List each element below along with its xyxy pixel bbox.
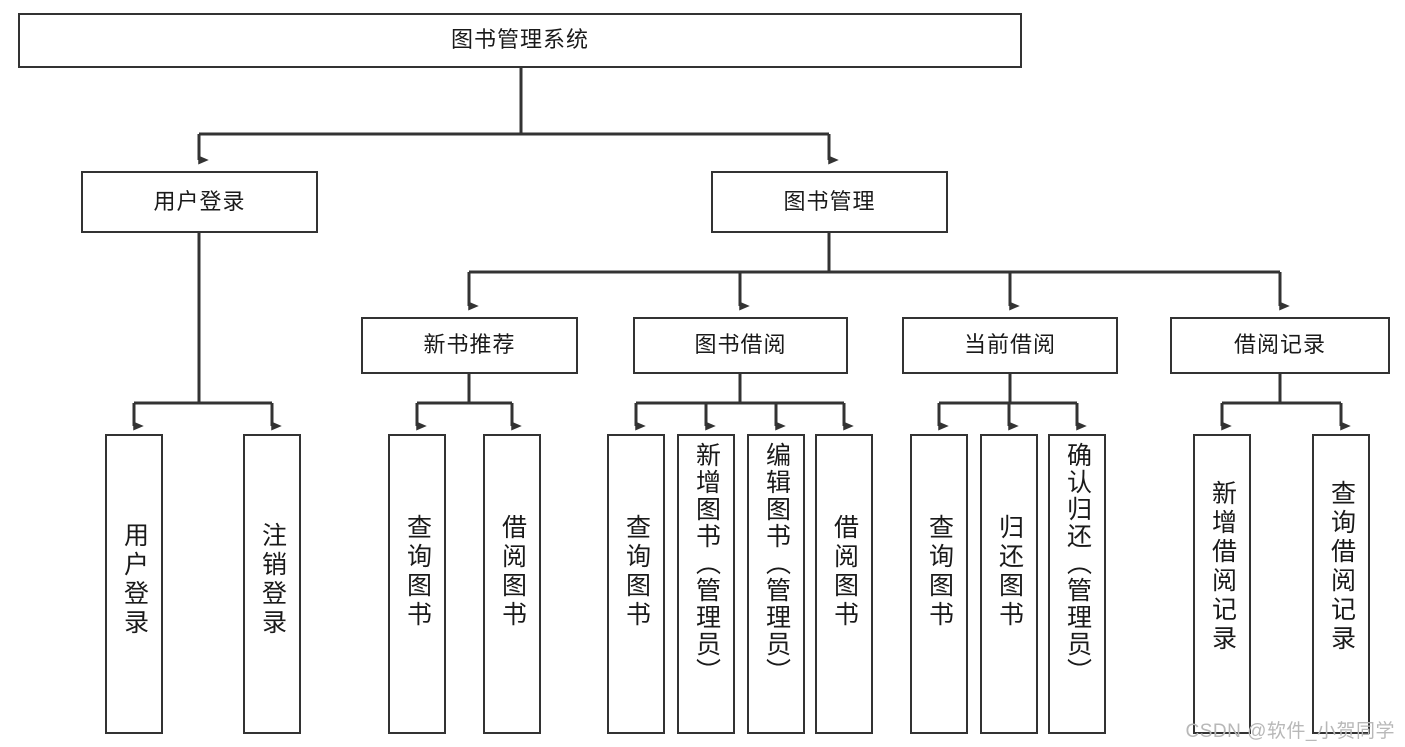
- node-leaf-user-login[interactable]: 用户登录: [105, 434, 163, 734]
- node-leaf-edit-book-admin-label: 编辑图书（管理员）: [762, 442, 791, 685]
- node-leaf-query-borrow-record-label: 查询借阅记录: [1327, 480, 1356, 654]
- node-leaf-user-login-label: 用户登录: [120, 522, 149, 638]
- node-leaf-add-borrow-record[interactable]: 新增借阅记录: [1193, 434, 1251, 734]
- node-current-borrow-label: 当前借阅: [963, 332, 1056, 358]
- node-leaf-borrow-book-rec[interactable]: 借阅图书: [483, 434, 541, 734]
- node-borrow-record[interactable]: 借阅记录: [1170, 317, 1390, 374]
- node-leaf-add-borrow-record-label: 新增借阅记录: [1208, 480, 1237, 654]
- node-leaf-borrow-book-rec-label: 借阅图书: [498, 514, 527, 630]
- node-leaf-add-book-admin-label: 新增图书（管理员）: [692, 442, 721, 685]
- node-new-book-rec-label: 新书推荐: [423, 332, 516, 358]
- node-leaf-query-book-borrow-label: 查询图书: [622, 514, 651, 630]
- node-book-borrow[interactable]: 图书借阅: [633, 317, 848, 374]
- node-leaf-query-borrow-record[interactable]: 查询借阅记录: [1312, 434, 1370, 734]
- node-leaf-query-book-cur[interactable]: 查询图书: [910, 434, 968, 734]
- node-leaf-query-book-cur-label: 查询图书: [925, 514, 954, 630]
- node-leaf-edit-book-admin[interactable]: 编辑图书（管理员）: [747, 434, 805, 734]
- node-book-borrow-label: 图书借阅: [694, 332, 787, 358]
- node-leaf-user-logout[interactable]: 注销登录: [243, 434, 301, 734]
- node-leaf-user-logout-label: 注销登录: [258, 522, 287, 638]
- node-leaf-add-book-admin[interactable]: 新增图书（管理员）: [677, 434, 735, 734]
- connector-lines: [132, 68, 1351, 431]
- node-book-manage[interactable]: 图书管理: [711, 171, 948, 233]
- node-new-book-rec[interactable]: 新书推荐: [361, 317, 578, 374]
- node-user-login-label: 用户登录: [153, 188, 246, 214]
- node-user-login[interactable]: 用户登录: [81, 171, 318, 233]
- node-leaf-query-book-rec[interactable]: 查询图书: [388, 434, 446, 734]
- node-leaf-borrow-book-label: 借阅图书: [830, 514, 859, 630]
- node-leaf-query-book-rec-label: 查询图书: [403, 514, 432, 630]
- node-leaf-return-book-label: 归还图书: [995, 514, 1024, 630]
- node-leaf-confirm-return-admin-label: 确认归还（管理员）: [1063, 442, 1092, 685]
- node-current-borrow[interactable]: 当前借阅: [902, 317, 1118, 374]
- node-root[interactable]: 图书管理系统: [18, 13, 1022, 68]
- node-leaf-return-book[interactable]: 归还图书: [980, 434, 1038, 734]
- node-leaf-borrow-book[interactable]: 借阅图书: [815, 434, 873, 734]
- node-borrow-record-label: 借阅记录: [1233, 332, 1326, 358]
- node-book-manage-label: 图书管理: [783, 188, 876, 214]
- node-leaf-query-book-borrow[interactable]: 查询图书: [607, 434, 665, 734]
- node-leaf-confirm-return-admin[interactable]: 确认归还（管理员）: [1048, 434, 1106, 734]
- node-root-label: 图书管理系统: [450, 27, 589, 53]
